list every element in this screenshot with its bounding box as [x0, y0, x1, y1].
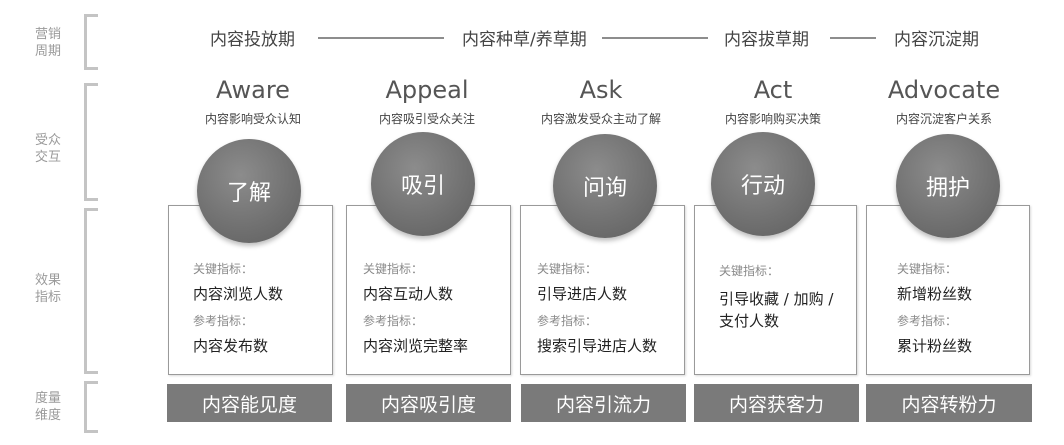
stage-5-subtitle: 内容沉淀客户关系 [895, 112, 992, 126]
stage-5-key-label: 关键指标： [897, 262, 958, 276]
stage-5-circle: 拥护 [896, 134, 1000, 238]
stage-1-ref-label: 参考指标： [193, 314, 254, 328]
stage-5-circle-label: 拥护 [925, 176, 970, 201]
stage-1-subtitle: 内容影响受众认知 [204, 112, 301, 126]
stage-2-key-value: 内容互动人数 [363, 285, 454, 303]
stage-2-subtitle: 内容吸引受众关注 [378, 112, 475, 126]
bracket-effect [84, 208, 98, 374]
stage-2-key-label: 关键指标： [363, 262, 424, 276]
stage-2-ref-value: 内容浏览完整率 [363, 337, 469, 355]
phase-2: 内容种草/养草期 [462, 30, 587, 50]
stage-4-dimension-label: 内容获客力 [728, 393, 824, 416]
stage-5-key-value: 新增粉丝数 [897, 285, 973, 303]
stage-1-circle: 了解 [197, 139, 301, 243]
stage-3-circle-label: 问询 [582, 176, 627, 201]
stage-4-subtitle: 内容影响购买决策 [724, 112, 821, 126]
row-label-dimension: 度量 维度 [34, 391, 61, 423]
stage-4-key-label: 关键指标： [719, 264, 780, 278]
stage-2-ref-label: 参考指标： [363, 314, 424, 328]
stage-1-dimension-label: 内容能见度 [201, 393, 297, 416]
stage-4-key-value: 引导收藏 / 加购 / 支付人数 [719, 290, 834, 330]
phase-3: 内容拔草期 [724, 30, 809, 50]
phase-1: 内容投放期 [210, 30, 295, 50]
stage-1-ref-value: 内容发布数 [193, 337, 269, 355]
stage-4-dimension-bar: 内容获客力 [694, 384, 859, 422]
stage-1-key-value: 内容浏览人数 [193, 285, 284, 303]
stage-3-dimension-bar: 内容引流力 [521, 384, 686, 422]
stage-1-circle-label: 了解 [226, 181, 271, 206]
stage-3-key-label: 关键指标： [537, 262, 598, 276]
row-label-cycle: 营销 周期 [34, 27, 61, 59]
stage-1-title: Aware [216, 76, 290, 104]
phase-4: 内容沉淀期 [894, 30, 979, 50]
stage-2-circle-label: 吸引 [400, 174, 445, 199]
stage-3-circle: 问询 [553, 134, 657, 238]
stage-2-circle: 吸引 [371, 132, 475, 236]
stage-5-title: Advocate [887, 76, 1001, 104]
stage-3-key-value: 引导进店人数 [537, 285, 628, 303]
phase-connector-2 [602, 37, 708, 39]
stage-4-circle-label: 行动 [740, 174, 785, 199]
stage-5-dimension-bar: 内容转粉力 [866, 384, 1032, 422]
bracket-cycle [84, 14, 98, 70]
stage-1-dimension-bar: 内容能见度 [167, 384, 332, 422]
stage-2-dimension-bar: 内容吸引度 [346, 384, 511, 422]
stage-3-ref-value: 搜索引导进店人数 [537, 337, 658, 355]
stage-4-circle: 行动 [711, 132, 815, 236]
stage-3-ref-label: 参考指标： [537, 314, 598, 328]
phase-connector-3 [830, 37, 876, 39]
stage-2-dimension-label: 内容吸引度 [380, 393, 476, 416]
stage-3-subtitle: 内容激发受众主动了解 [540, 112, 661, 126]
stage-4-card: 关键指标： 引导收藏 / 加购 / 支付人数 [694, 205, 857, 375]
stage-5-ref-label: 参考指标： [897, 314, 958, 328]
bracket-interaction [84, 83, 98, 201]
stage-3-title: Ask [579, 76, 623, 104]
stage-1-key-label: 关键指标： [193, 262, 254, 276]
row-label-effect: 效果 指标 [34, 273, 61, 305]
stage-5-ref-value: 累计粉丝数 [897, 337, 973, 355]
stage-2-title: Appeal [385, 76, 469, 104]
row-label-interaction: 受众 交互 [34, 133, 61, 165]
phase-connector-1 [318, 37, 444, 39]
stage-2-card: 关键指标： 内容互动人数 参考指标： 内容浏览完整率 [346, 205, 511, 375]
stage-5-dimension-label: 内容转粉力 [901, 393, 997, 416]
stage-3-dimension-label: 内容引流力 [555, 393, 651, 416]
stage-4-title: Act [753, 76, 793, 104]
bracket-dimension [84, 381, 98, 433]
